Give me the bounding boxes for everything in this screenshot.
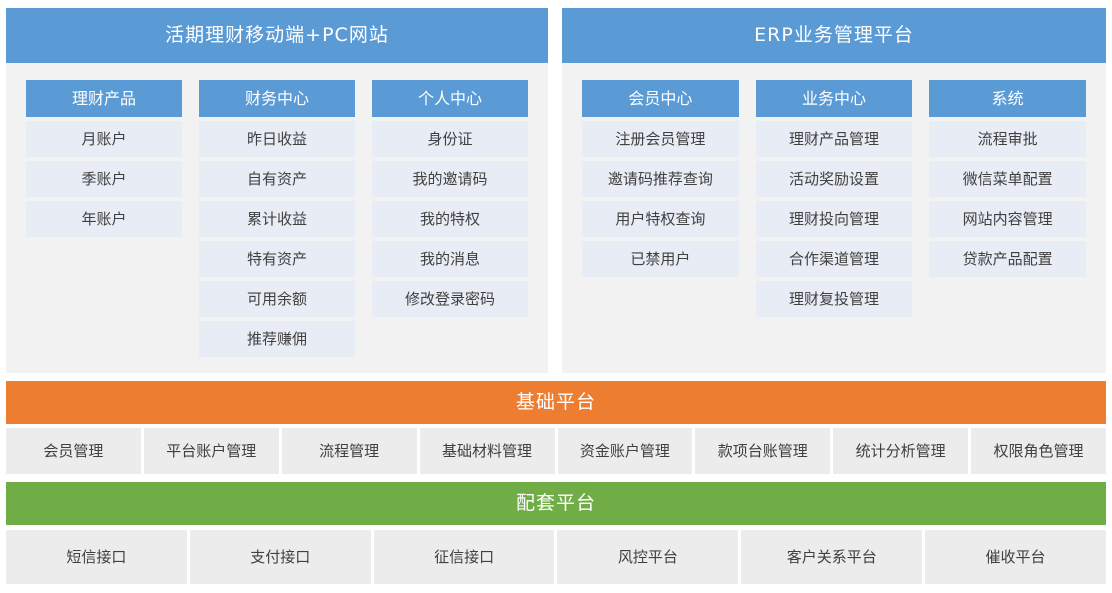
list-item[interactable]: 我的邀请码 [372, 161, 528, 197]
list-item[interactable]: 合作渠道管理 [755, 241, 913, 277]
list-item[interactable]: 统计分析管理 [833, 428, 969, 474]
platform-base: 基础平台 会员管理 平台账户管理 流程管理 基础材料管理 资金账户管理 款项台账… [6, 381, 1106, 474]
list-item[interactable]: 风控平台 [557, 530, 739, 584]
list-item[interactable]: 平台账户管理 [143, 428, 279, 474]
list-item[interactable]: 网站内容管理 [929, 201, 1087, 237]
column-xitong: 系统 流程审批 微信菜单配置 网站内容管理 贷款产品配置 [929, 80, 1087, 277]
panel-columns-erp-platform: 会员中心 注册会员管理 邀请码推荐查询 用户特权查询 已禁用户 业务中心 理财产… [562, 63, 1106, 317]
panel-title-erp-platform: ERP业务管理平台 [562, 8, 1106, 63]
list-item[interactable]: 昨日收益 [199, 121, 355, 157]
list-item[interactable]: 理财产品管理 [755, 121, 913, 157]
list-item[interactable]: 流程审批 [929, 121, 1087, 157]
list-item[interactable]: 贷款产品配置 [929, 241, 1087, 277]
column-huiyuanzhongxin: 会员中心 注册会员管理 邀请码推荐查询 用户特权查询 已禁用户 [582, 80, 739, 277]
panel-title-mobile-pc-site: 活期理财移动端+PC网站 [6, 8, 548, 63]
panel-mobile-pc-site: 活期理财移动端+PC网站 理财产品 月账户 季账户 年账户 财务中心 昨日收益 … [6, 8, 548, 373]
list-item[interactable]: 客户关系平台 [741, 530, 923, 584]
list-item[interactable]: 我的特权 [372, 201, 528, 237]
top-spacer [0, 0, 1112, 8]
list-item[interactable]: 季账户 [26, 161, 182, 197]
list-item[interactable]: 征信接口 [373, 530, 555, 584]
list-item[interactable]: 身份证 [372, 121, 528, 157]
platform-title-base: 基础平台 [6, 381, 1106, 424]
list-item[interactable]: 资金账户管理 [557, 428, 693, 474]
list-item[interactable]: 催收平台 [925, 530, 1106, 584]
list-item[interactable]: 可用余额 [199, 281, 355, 317]
column-caiwuzhongxin: 财务中心 昨日收益 自有资产 累计收益 特有资产 可用余额 推荐赚佣 [199, 80, 355, 357]
list-item[interactable]: 我的消息 [372, 241, 528, 277]
column-header-caiwuzhongxin[interactable]: 财务中心 [199, 80, 355, 117]
list-item[interactable]: 注册会员管理 [582, 121, 739, 157]
list-item[interactable]: 累计收益 [199, 201, 355, 237]
column-header-xitong[interactable]: 系统 [929, 80, 1087, 117]
column-gerenzhongxin: 个人中心 身份证 我的邀请码 我的特权 我的消息 修改登录密码 [372, 80, 528, 317]
list-item[interactable]: 流程管理 [281, 428, 417, 474]
platform-items-suite: 短信接口 支付接口 征信接口 风控平台 客户关系平台 催收平台 [6, 530, 1106, 584]
column-header-licaichanpin[interactable]: 理财产品 [26, 80, 182, 117]
list-item[interactable]: 理财投向管理 [755, 201, 913, 237]
list-item[interactable]: 会员管理 [6, 428, 141, 474]
list-item[interactable]: 微信菜单配置 [929, 161, 1087, 197]
panel-columns-mobile-pc-site: 理财产品 月账户 季账户 年账户 财务中心 昨日收益 自有资产 累计收益 特有资… [6, 63, 548, 357]
platform-suite: 配套平台 短信接口 支付接口 征信接口 风控平台 客户关系平台 催收平台 [6, 482, 1106, 584]
list-item[interactable]: 基础材料管理 [419, 428, 555, 474]
list-item[interactable]: 理财复投管理 [755, 281, 913, 317]
list-item[interactable]: 款项台账管理 [695, 428, 831, 474]
list-item[interactable]: 支付接口 [189, 530, 371, 584]
list-item[interactable]: 权限角色管理 [971, 428, 1106, 474]
platform-items-base: 会员管理 平台账户管理 流程管理 基础材料管理 资金账户管理 款项台账管理 统计… [6, 428, 1106, 474]
list-item[interactable]: 活动奖励设置 [755, 161, 913, 197]
list-item[interactable]: 用户特权查询 [582, 201, 739, 237]
platform-title-suite: 配套平台 [6, 482, 1106, 525]
list-item[interactable]: 特有资产 [199, 241, 355, 277]
column-licaichanpin: 理财产品 月账户 季账户 年账户 [26, 80, 182, 237]
list-item[interactable]: 月账户 [26, 121, 182, 157]
list-item[interactable]: 已禁用户 [582, 241, 739, 277]
list-item[interactable]: 短信接口 [6, 530, 187, 584]
list-item[interactable]: 自有资产 [199, 161, 355, 197]
panel-erp-platform: ERP业务管理平台 会员中心 注册会员管理 邀请码推荐查询 用户特权查询 已禁用… [562, 8, 1106, 373]
column-header-gerenzhongxin[interactable]: 个人中心 [372, 80, 528, 117]
column-header-yewuzhongxin[interactable]: 业务中心 [755, 80, 913, 117]
column-header-huiyuanzhongxin[interactable]: 会员中心 [582, 80, 739, 117]
list-item[interactable]: 修改登录密码 [372, 281, 528, 317]
top-panels-row: 活期理财移动端+PC网站 理财产品 月账户 季账户 年账户 财务中心 昨日收益 … [0, 8, 1112, 373]
list-item[interactable]: 邀请码推荐查询 [582, 161, 739, 197]
list-item[interactable]: 年账户 [26, 201, 182, 237]
column-yewuzhongxin: 业务中心 理财产品管理 活动奖励设置 理财投向管理 合作渠道管理 理财复投管理 [755, 80, 913, 317]
list-item[interactable]: 推荐赚佣 [199, 321, 355, 357]
